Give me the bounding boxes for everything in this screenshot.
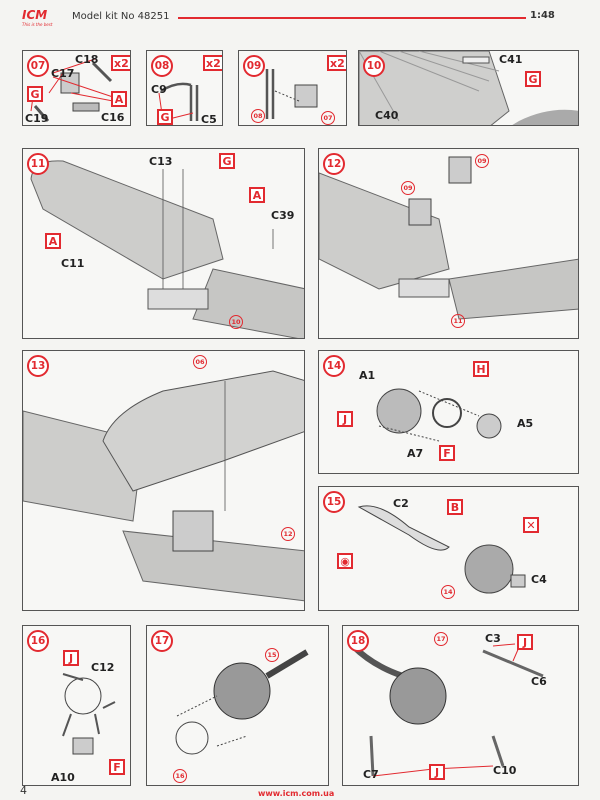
engine-on-mount-drawing <box>175 649 309 755</box>
step-reference: 08 <box>251 109 265 123</box>
wing-center-section-drawing <box>30 160 304 338</box>
part-label: C19 <box>25 112 49 125</box>
step-09-panel: 09 x2 08 07 <box>238 50 347 126</box>
step-07-panel: 07 x2 C18 C17 G A C19 C16 <box>22 50 131 126</box>
paint-code: J <box>429 764 445 780</box>
paint-code: H <box>473 361 489 377</box>
step-reference: 15 <box>265 648 279 662</box>
paint-code: G <box>157 109 173 125</box>
part-label: C40 <box>375 109 399 122</box>
step-reference: 12 <box>281 527 295 541</box>
part-label: C2 <box>393 497 409 510</box>
website-link[interactable]: www.icm.com.ua <box>258 789 335 798</box>
part-label: C12 <box>91 661 115 674</box>
step-number: 07 <box>27 55 49 77</box>
paint-code: A <box>45 233 61 249</box>
paint-code: G <box>525 71 541 87</box>
logo-tagline: This is the best <box>22 22 53 27</box>
page-number: 4 <box>20 784 27 797</box>
paint-code: F <box>109 759 125 775</box>
step-reference: 17 <box>434 632 448 646</box>
part-label: A10 <box>51 771 75 784</box>
engine-mount-drawing <box>62 673 116 755</box>
part-label: C13 <box>149 155 173 168</box>
step-11-panel: 11 C13 G A C39 A C11 10 <box>22 148 305 339</box>
part-label: C4 <box>531 573 547 586</box>
step-reference: 09 <box>401 181 415 195</box>
exhaust-pipes-drawing <box>350 637 544 777</box>
part-label: C6 <box>531 675 547 688</box>
part-label: C3 <box>485 632 501 645</box>
seat-frame-drawing <box>158 82 199 122</box>
step-reference: 09 <box>475 154 489 168</box>
part-label: C10 <box>493 764 517 777</box>
scale-label: 1:48 <box>530 10 555 21</box>
paint-code: J <box>337 411 353 427</box>
part-label: C5 <box>201 113 217 126</box>
step-reference: 11 <box>451 314 465 328</box>
step-reference: 14 <box>441 585 455 599</box>
paint-code: J <box>517 634 533 650</box>
part-label: A1 <box>359 369 376 382</box>
step-number: 15 <box>323 491 345 513</box>
step-08-panel: 08 x2 C9 G C5 <box>146 50 223 126</box>
step-17-panel: 17 15 16 <box>146 625 329 786</box>
part-label: C41 <box>499 53 523 66</box>
step-15-panel: 15 C2 B ◉ ✕ 14 C4 <box>318 486 579 611</box>
paint-code: F <box>439 445 455 461</box>
step-reference: 10 <box>229 315 243 329</box>
step-18-panel: 18 17 C3 J C6 C7 J C10 <box>342 625 579 786</box>
step-number: 08 <box>151 55 173 77</box>
wing-drawing <box>359 51 578 125</box>
part-label: C11 <box>61 257 85 270</box>
no-glue-icon: ✕ <box>523 517 539 533</box>
multiplier-badge: x2 <box>327 55 346 71</box>
engine-drawing <box>376 388 502 442</box>
step-reference: 07 <box>321 111 335 125</box>
step-reference: 16 <box>173 769 187 783</box>
step-13-panel: 13 06 12 <box>22 350 305 611</box>
model-kit-title: Model kit No 48251 <box>72 11 170 22</box>
header-rule <box>178 17 526 19</box>
wing-with-seats-drawing <box>319 156 578 320</box>
step-number: 16 <box>27 630 49 652</box>
step-16-panel: 16 J C12 A10 F <box>22 625 131 786</box>
part-label: C9 <box>151 83 167 96</box>
paint-code: J <box>63 650 79 666</box>
step-reference: 06 <box>193 355 207 369</box>
step-14-panel: 14 A1 H J A5 A7 F <box>318 350 579 474</box>
paint-code: B <box>447 499 463 515</box>
part-label: C17 <box>51 67 75 80</box>
glue-icon: ◉ <box>337 553 353 569</box>
step-number: 17 <box>151 630 173 652</box>
icm-logo: ICM This is the best <box>22 8 58 32</box>
fuselage-assembly-drawing <box>23 370 304 602</box>
part-label: A5 <box>517 417 534 430</box>
multiplier-badge: x2 <box>111 55 130 71</box>
part-label: C16 <box>101 111 125 124</box>
step-number: 11 <box>27 153 49 175</box>
part-label: C18 <box>75 53 99 66</box>
part-label: A7 <box>407 447 424 460</box>
step-number: 10 <box>363 55 385 77</box>
logo-text: ICM <box>22 8 48 22</box>
seat-assembly-drawing <box>265 69 318 119</box>
seat-parts-drawing <box>30 58 114 122</box>
paint-code: G <box>27 86 43 102</box>
paint-code: A <box>249 187 265 203</box>
part-label: C39 <box>271 209 295 222</box>
step-number: 14 <box>323 355 345 377</box>
paint-code: A <box>111 91 127 107</box>
step-12-panel: 12 09 09 11 <box>318 148 579 339</box>
paint-code: G <box>219 153 235 169</box>
propeller-engine-drawing <box>357 505 526 594</box>
step-number: 13 <box>27 355 49 377</box>
step-number: 18 <box>347 630 369 652</box>
part-label: C7 <box>363 768 379 781</box>
step-number: 12 <box>323 153 345 175</box>
step-10-panel: 10 C41 G C40 <box>358 50 579 126</box>
multiplier-badge: x2 <box>203 55 222 71</box>
step-number: 09 <box>243 55 265 77</box>
